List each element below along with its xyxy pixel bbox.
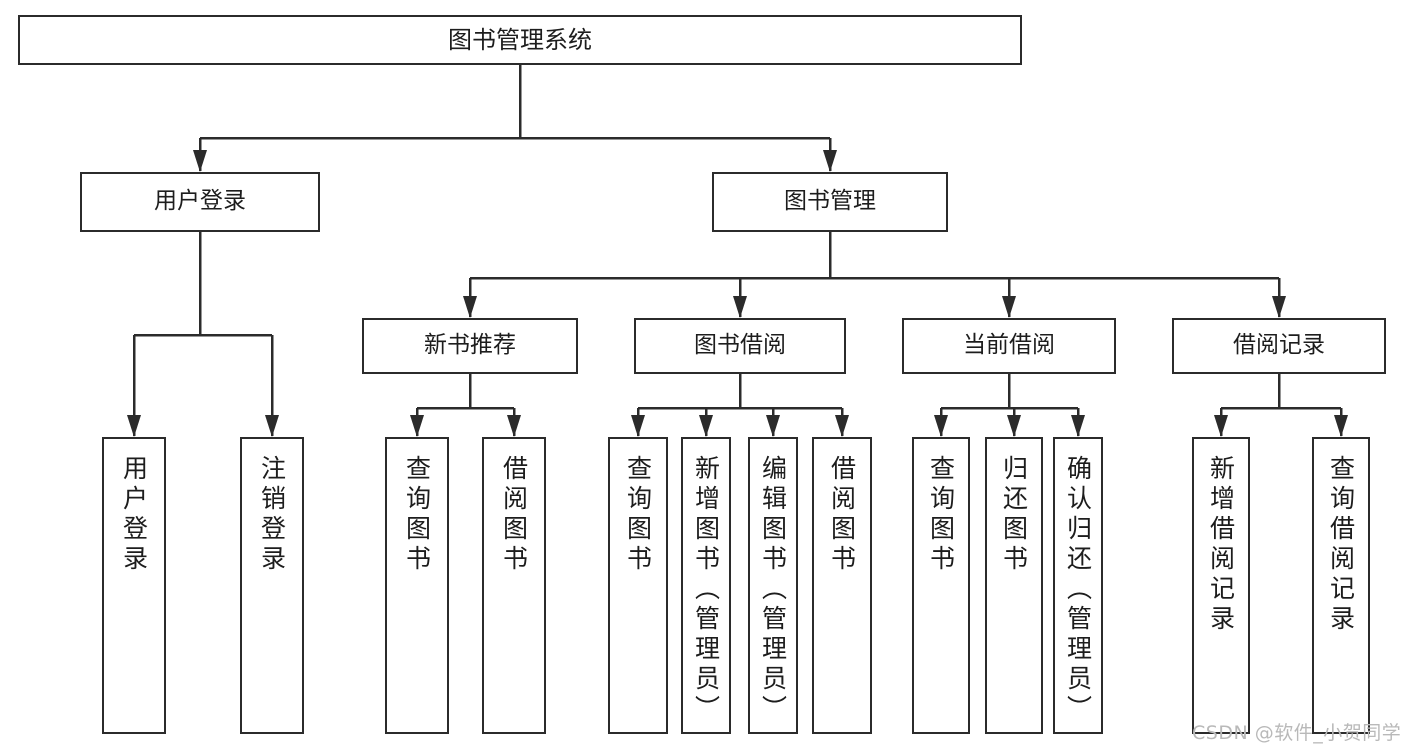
node-label: 注销登录	[257, 455, 287, 575]
node-l5[interactable]: 查询图书	[608, 437, 668, 734]
node-label: 借阅图书	[827, 455, 857, 575]
node-l13[interactable]: 查询借阅记录	[1312, 437, 1370, 734]
node-label: 编辑图书（管理员）	[758, 455, 788, 725]
arrowhead-icon	[1002, 296, 1016, 318]
arrowhead-icon	[265, 415, 279, 437]
node-l8[interactable]: 借阅图书	[812, 437, 872, 734]
node-label: 用户登录	[154, 188, 246, 215]
node-l10[interactable]: 归还图书	[985, 437, 1043, 734]
node-label: 借阅记录	[1233, 332, 1325, 359]
node-label: 新增图书（管理员）	[691, 455, 721, 725]
arrowhead-icon	[1214, 415, 1228, 437]
node-label: 借阅图书	[499, 455, 529, 575]
node-label: 图书借阅	[694, 332, 786, 359]
node-root[interactable]: 图书管理系统	[18, 15, 1022, 65]
node-newbook[interactable]: 新书推荐	[362, 318, 578, 374]
node-label: 图书管理系统	[448, 25, 592, 54]
node-label: 查询借阅记录	[1326, 455, 1356, 635]
node-label: 用户登录	[119, 455, 149, 575]
arrowhead-icon	[127, 415, 141, 437]
arrowhead-icon	[463, 296, 477, 318]
node-l11[interactable]: 确认归还（管理员）	[1053, 437, 1103, 734]
arrowhead-icon	[1007, 415, 1021, 437]
arrowhead-icon	[1071, 415, 1085, 437]
node-label: 新增借阅记录	[1206, 455, 1236, 635]
watermark-text: CSDN @软件_小贺同学	[1192, 722, 1402, 744]
arrowhead-icon	[835, 415, 849, 437]
node-borrow[interactable]: 图书借阅	[634, 318, 846, 374]
node-record[interactable]: 借阅记录	[1172, 318, 1386, 374]
node-label: 确认归还（管理员）	[1063, 455, 1093, 725]
node-l4[interactable]: 借阅图书	[482, 437, 546, 734]
node-label: 当前借阅	[963, 332, 1055, 359]
node-l6[interactable]: 新增图书（管理员）	[681, 437, 731, 734]
node-label: 查询图书	[623, 455, 653, 575]
node-l9[interactable]: 查询图书	[912, 437, 970, 734]
arrowhead-icon	[823, 150, 837, 172]
arrowhead-icon	[507, 415, 521, 437]
arrowhead-icon	[631, 415, 645, 437]
arrowhead-icon	[193, 150, 207, 172]
arrowhead-icon	[934, 415, 948, 437]
node-current[interactable]: 当前借阅	[902, 318, 1116, 374]
node-l7[interactable]: 编辑图书（管理员）	[748, 437, 798, 734]
node-l12[interactable]: 新增借阅记录	[1192, 437, 1250, 734]
node-l1[interactable]: 用户登录	[102, 437, 166, 734]
node-label: 归还图书	[999, 455, 1029, 575]
node-label: 查询图书	[926, 455, 956, 575]
arrowhead-icon	[1334, 415, 1348, 437]
arrowhead-icon	[699, 415, 713, 437]
arrowhead-icon	[766, 415, 780, 437]
node-bookmgmt[interactable]: 图书管理	[712, 172, 948, 232]
node-l2[interactable]: 注销登录	[240, 437, 304, 734]
arrowhead-icon	[1272, 296, 1286, 318]
node-label: 新书推荐	[424, 332, 516, 359]
node-label: 查询图书	[402, 455, 432, 575]
arrowhead-icon	[733, 296, 747, 318]
node-login[interactable]: 用户登录	[80, 172, 320, 232]
node-l3[interactable]: 查询图书	[385, 437, 449, 734]
node-label: 图书管理	[784, 188, 876, 215]
arrowhead-icon	[410, 415, 424, 437]
